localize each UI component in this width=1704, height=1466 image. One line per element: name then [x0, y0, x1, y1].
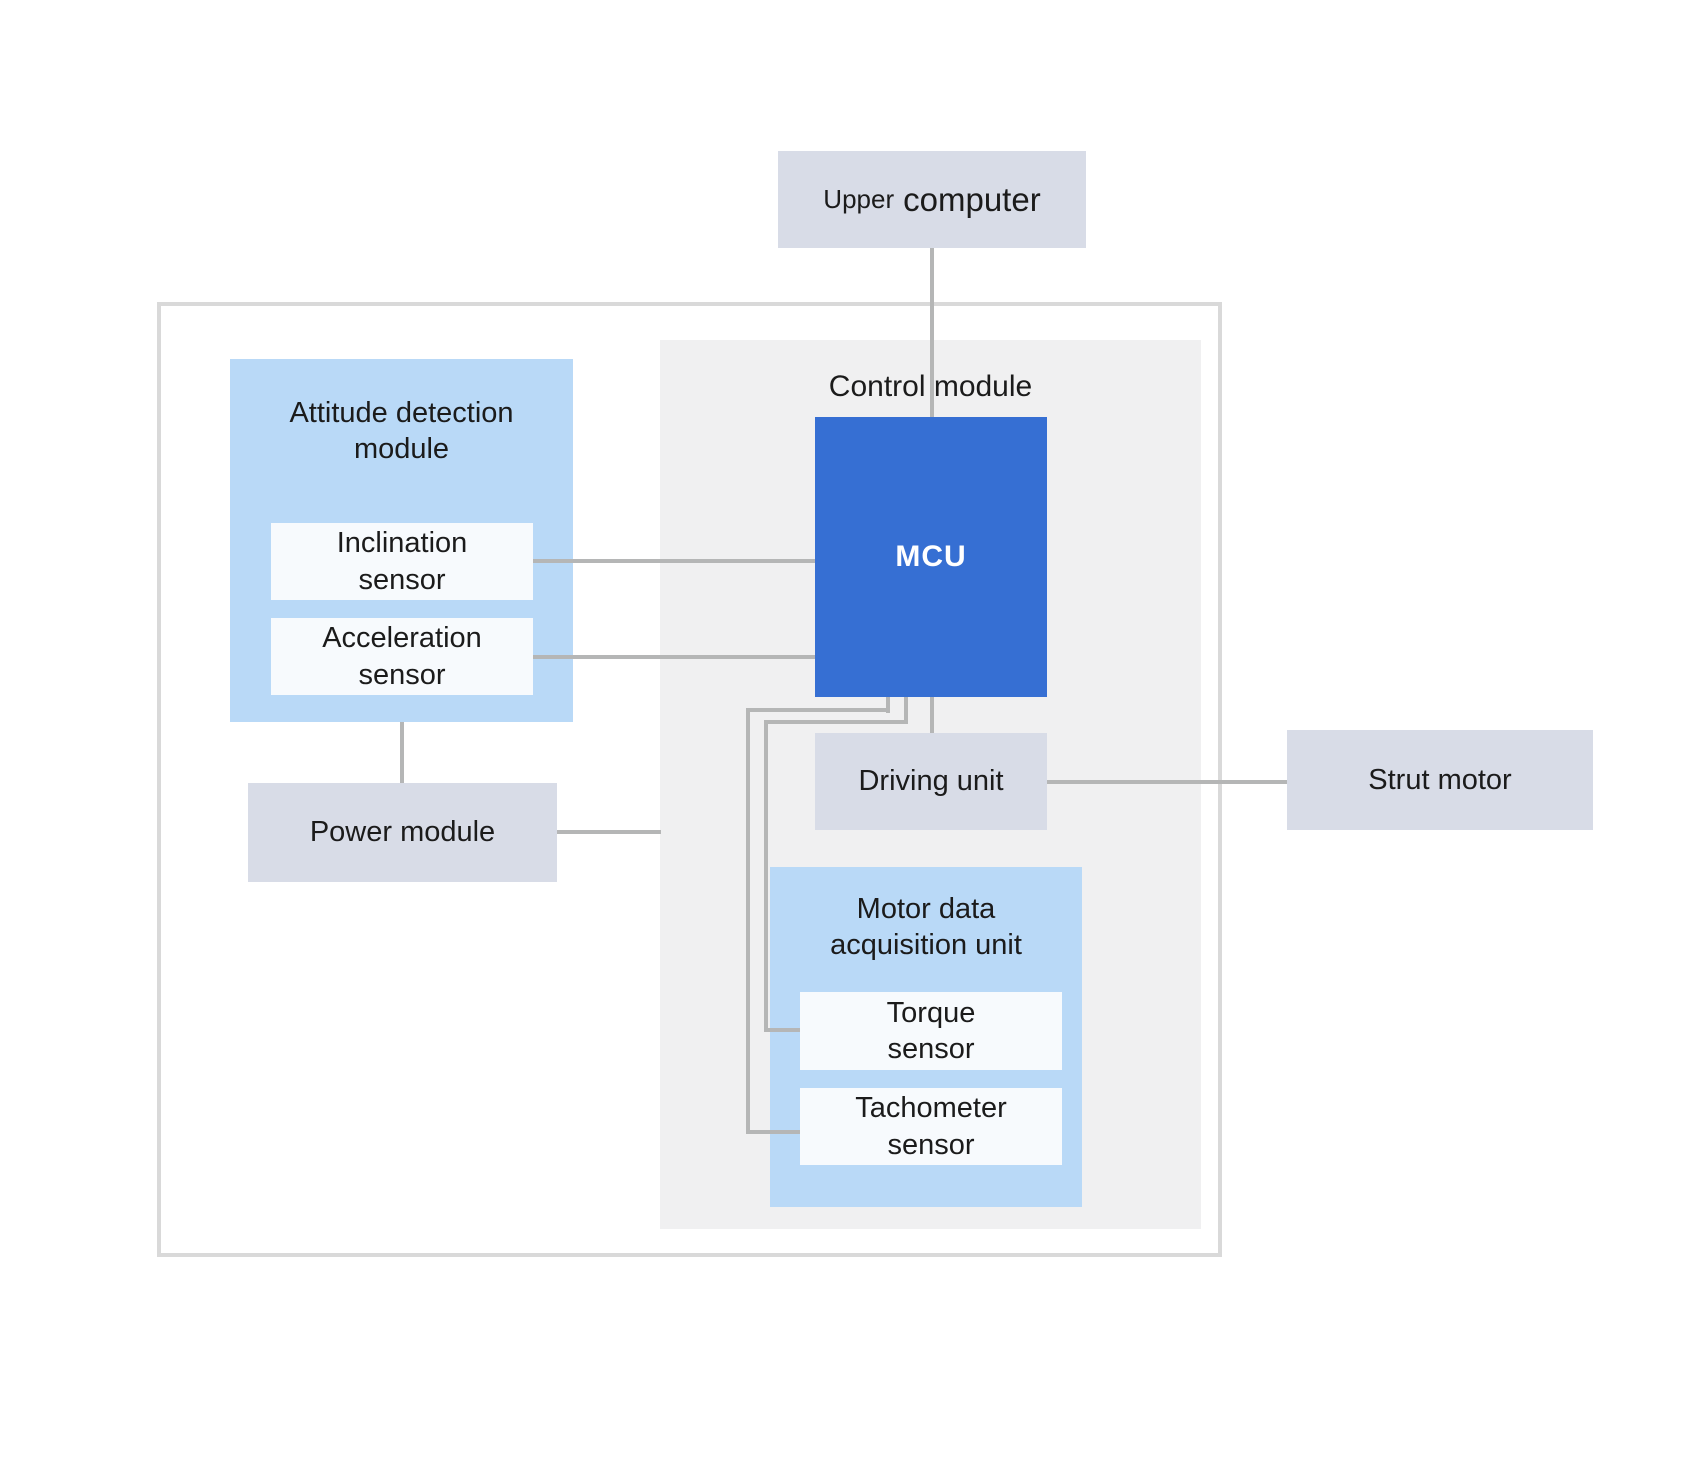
power-module-box: Power module [248, 783, 557, 882]
tachometer-sensor-box: Tachometer sensor [800, 1088, 1062, 1165]
connector-inclination-sensor-to-mcu [533, 559, 815, 563]
connector-mcu-to-driving-unit [930, 697, 934, 733]
upper-computer-box: Upper computer [778, 151, 1086, 248]
inclination-sensor-box: Inclination sensor [271, 523, 533, 600]
acceleration-sensor-label: Acceleration sensor [322, 622, 482, 691]
power-module-label: Power module [309, 816, 496, 849]
torque-sensor-label: Torque sensor [886, 996, 976, 1065]
mcu-label: MCU [895, 540, 967, 574]
connector-mcu-to-tachometer-sensor-segment3 [746, 708, 750, 1134]
motor-data-unit-title: Motor data acquisition unit [830, 893, 1022, 962]
connector-mcu-to-torque-sensor-segment4 [764, 1028, 800, 1032]
connector-mcu-to-torque-sensor-segment2 [764, 720, 908, 724]
acceleration-sensor-box: Acceleration sensor [271, 618, 533, 695]
connector-mcu-to-torque-sensor-segment1 [904, 697, 908, 724]
connector-mcu-to-torque-sensor-segment3 [764, 720, 768, 1032]
connector-acceleration-sensor-to-mcu [533, 655, 815, 659]
tachometer-sensor-label: Tachometer sensor [855, 1092, 1007, 1161]
connector-mcu-to-tachometer-sensor-segment2 [746, 708, 890, 712]
connector-attitude-module-to-power-module [400, 722, 404, 783]
inclination-sensor-label: Inclination sensor [336, 527, 468, 596]
upper-computer-label-word1: Upper [823, 184, 895, 215]
driving-unit-box: Driving unit [815, 733, 1047, 830]
connector-driving-unit-to-strut-motor [1047, 780, 1287, 784]
mcu-box: MCU [815, 417, 1047, 697]
upper-computer-label-word2: computer [903, 180, 1041, 218]
connector-mcu-to-tachometer-sensor-segment4 [746, 1130, 800, 1134]
connector-mcu-to-tachometer-sensor-segment1 [886, 697, 890, 713]
attitude-module-title: Attitude detection module [289, 397, 514, 466]
strut-motor-label: Strut motor [1368, 763, 1512, 796]
strut-motor-box: Strut motor [1287, 730, 1593, 830]
torque-sensor-box: Torque sensor [800, 992, 1062, 1070]
driving-unit-label: Driving unit [858, 765, 1004, 798]
connector-upper-computer-to-mcu [930, 248, 934, 417]
connector-power-module-to-control-module [557, 830, 661, 834]
system-boundary [157, 302, 1222, 1257]
